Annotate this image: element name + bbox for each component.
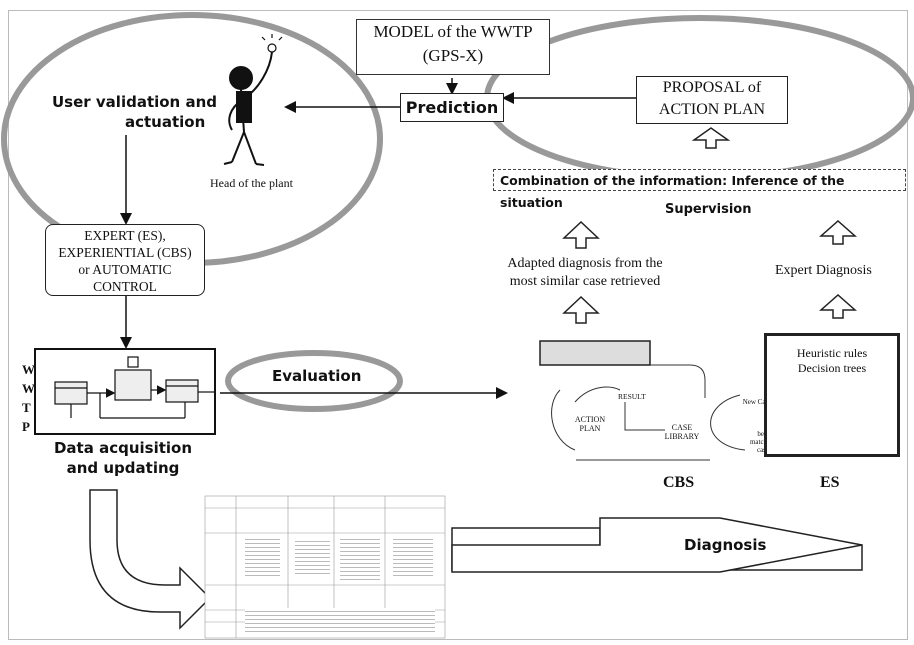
user-validation-label: User validation and actuation [52,92,217,132]
wwtp-letter-w2: W [22,381,35,396]
control-line4: CONTROL [93,279,157,294]
cbs-best-case: best matching case [745,430,781,454]
hollow-arrow-4 [562,295,600,324]
combination-text: Combination of the information: Inferenc… [500,173,845,210]
adapted-line1: Adapted diagnosis from the [507,256,663,271]
prediction-label: Prediction [405,98,499,117]
es-box: Heuristic rules Decision trees [764,333,900,457]
es-label-text: ES [820,474,840,491]
control-box: EXPERT (ES), EXPERIENTIAL (CBS) or AUTOM… [45,224,205,296]
diagnosis-text: Diagnosis [684,536,767,554]
adapted-line2: most similar case retrieved [509,274,661,289]
es-box-line1: Heuristic rules [796,346,868,360]
hollow-arrow-3 [819,219,857,245]
control-line3: or AUTOMATIC [78,262,172,277]
cbs-label-text: CBS [663,474,695,491]
data-acq-line2: and updating [66,459,180,477]
cbs-label: CBS [663,474,694,492]
user-validation-line2: actuation [125,113,206,131]
model-box: MODEL of the WWTP (GPS-X) [356,19,550,75]
supervision-label: Supervision [665,202,751,217]
control-line2: EXPERIENTIAL (CBS) [58,245,192,260]
cbs-case-library-text: CASE LIBRARY [664,423,700,441]
data-acquisition-label: Data acquisition and updating [38,438,208,478]
hollow-arrow-5 [819,293,857,319]
proposal-line2: ACTION PLAN [658,101,766,118]
diagram-frame [8,10,908,640]
cbs-action-plan: ACTION PLAN [570,415,610,433]
es-label: ES [820,474,840,492]
model-line2: (GPS-X) [422,46,484,65]
cbs-new-case-text: New Case [742,398,772,406]
hollow-arrow-1 [691,127,731,149]
model-line1: MODEL of the WWTP [373,22,533,41]
wwtp-schematic [34,348,216,435]
user-validation-line1: User validation and [52,93,217,111]
wwtp-letter-t: T [22,400,31,415]
proposal-line1: PROPOSAL of [662,79,762,96]
prediction-box: Prediction [400,93,504,122]
cbs-result: RESULT [618,392,646,401]
curved-arrow [89,489,212,630]
head-of-plant-label: Head of the plant [210,176,293,191]
head-of-plant-text: Head of the plant [210,176,293,190]
summary-table [205,496,445,638]
lightbulb-icon [261,34,283,53]
evaluation-label: Evaluation [272,367,361,385]
diagnosis-label: Diagnosis [684,536,766,554]
wwtp-letter-p: P [22,419,30,434]
proposal-box: PROPOSAL of ACTION PLAN [636,76,788,124]
evaluation-ellipse [225,350,403,412]
cbs-best-case-text: best matching case [749,430,777,454]
head-of-plant-figure [223,51,273,166]
data-acq-line1: Data acquisition [53,439,193,457]
adapted-diagnosis-label: Adapted diagnosis from the most similar … [490,255,680,291]
hollow-arrow-2 [562,220,600,249]
cbs-action-plan-text: ACTION PLAN [574,415,606,433]
evaluation-text: Evaluation [272,367,362,385]
cbs-new-case: New Case [740,398,774,406]
cbs-case-library: CASE LIBRARY [662,423,702,441]
wwtp-letters: W W T P [22,360,35,436]
expert-diagnosis-text: Expert Diagnosis [775,263,872,278]
supervision-text: Supervision [665,202,752,217]
cbs-cycle [539,340,746,461]
wwtp-letter-w1: W [22,362,35,377]
expert-diagnosis-label: Expert Diagnosis [775,263,872,279]
es-box-line2: Decision trees [797,361,867,375]
combination-box: Combination of the information: Inferenc… [493,169,906,210]
cbs-result-text: RESULT [618,392,646,401]
control-line1: EXPERT (ES), [84,228,166,243]
